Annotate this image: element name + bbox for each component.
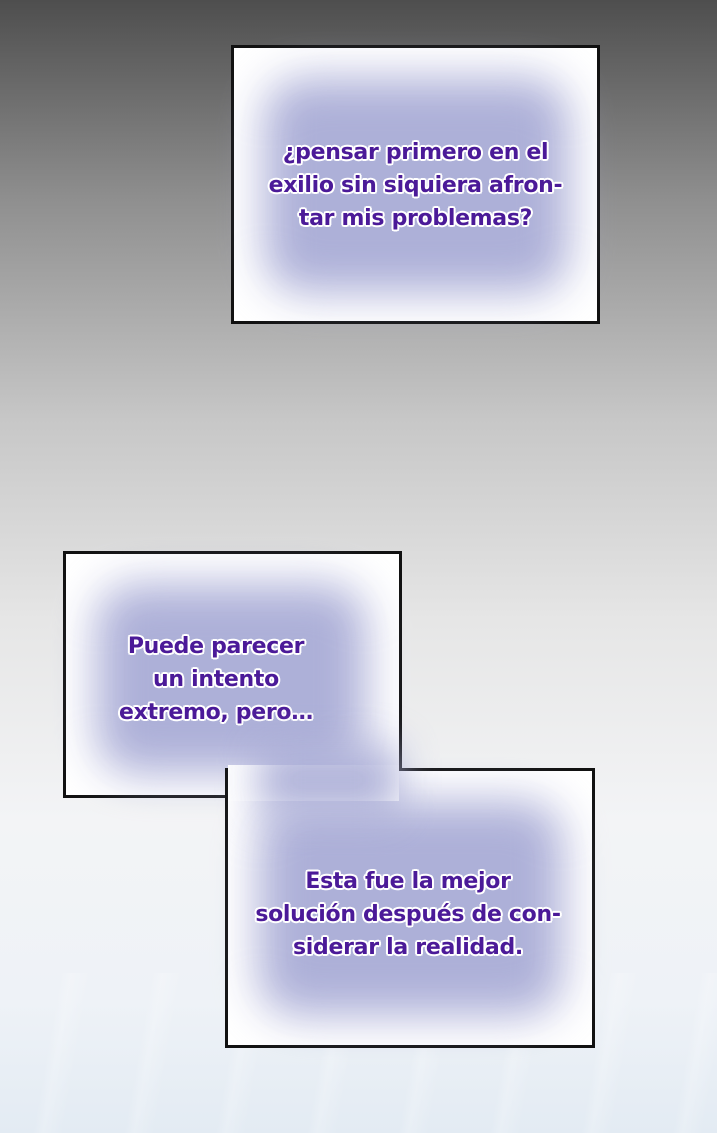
caption-line: ¿pensar primero en el: [282, 140, 549, 165]
caption-line: Puede parecer: [127, 634, 305, 659]
caption-text-3: Esta fue la mejor solución después de co…: [228, 865, 588, 964]
caption-line: un intento: [153, 667, 279, 692]
stepped-panel-joint: [228, 745, 399, 815]
caption-panel-3: Esta fue la mejor solución después de co…: [225, 768, 595, 1048]
caption-text-2: Puede parecer un intento extremo, pero…: [66, 630, 366, 729]
caption-line: extremo, pero…: [119, 700, 313, 725]
caption-glow-2: [96, 584, 366, 774]
caption-panel-1: ¿pensar primero en el exilio sin siquier…: [231, 45, 600, 324]
caption-line: siderar la realidad.: [293, 935, 523, 960]
caption-line: Esta fue la mejor: [305, 869, 511, 894]
caption-glow-1: [264, 78, 569, 293]
caption-text-1: ¿pensar primero en el exilio sin siquier…: [234, 136, 597, 235]
caption-line: exilio sin siquiera afron-: [268, 173, 563, 198]
caption-glow-3: [258, 801, 563, 1016]
caption-line: solución después de con-: [255, 902, 561, 927]
caption-line: tar mis problemas?: [298, 206, 533, 231]
